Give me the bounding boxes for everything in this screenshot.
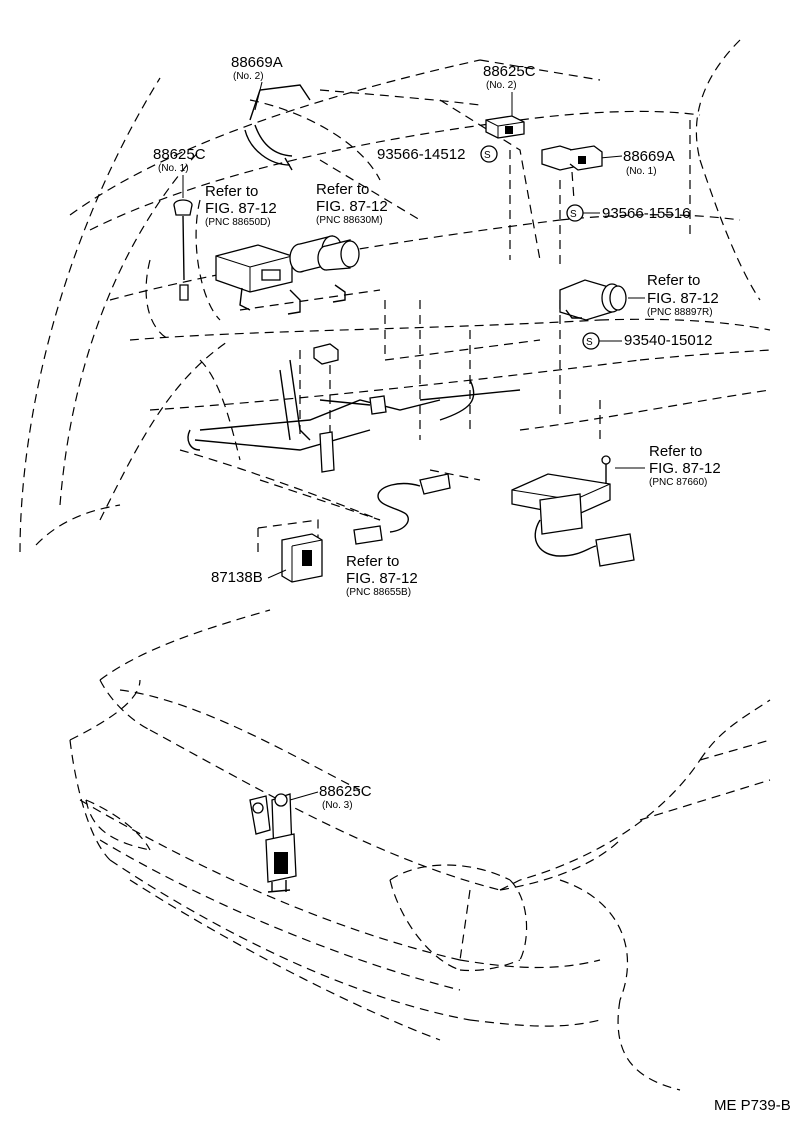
part-number: 93566-15516 (602, 205, 690, 222)
ref-line2: FIG. 87-12 (649, 460, 721, 477)
sensor-88669A-no1 (541, 145, 603, 201)
ref-pnc: (PNC 88650D) (205, 217, 271, 228)
label-88669A-no2: 88669A (No. 2) (231, 54, 283, 111)
front-bumper-outline (69, 609, 771, 1091)
ref-line2: FIG. 87-12 (316, 198, 388, 215)
ref-line1: Refer to (205, 183, 258, 200)
dashboard-structure (187, 84, 521, 451)
ref-line2: FIG. 87-12 (647, 290, 719, 307)
unit-87138B: 87138B (211, 519, 323, 586)
sensor-88625C-no3 (249, 793, 297, 893)
standard-part-symbol: S (484, 150, 491, 161)
dashboard-outline (19, 39, 771, 553)
column-connectors (313, 343, 387, 473)
ref-line1: Refer to (649, 443, 702, 460)
ref-line2: FIG. 87-12 (205, 200, 277, 217)
label-93566-15516: S 93566-15516 (566, 204, 690, 222)
ref-pnc: (PNC 88630M) (316, 215, 383, 226)
part-number: 88625C (319, 783, 372, 800)
label-88625C-no2: 88625C (No. 2) (483, 63, 536, 116)
figure-code: ME P739-B (714, 1097, 791, 1114)
switch-88897R (559, 279, 627, 321)
sensor-88625C-no1 (173, 199, 193, 301)
ref-line1: Refer to (346, 553, 399, 570)
part-number: 88669A (623, 148, 675, 165)
part-sub: (No. 1) (158, 163, 189, 174)
ref-88655B: Refer to FIG. 87-12 (PNC 88655B) (346, 553, 418, 598)
standard-part-symbol: S (570, 209, 577, 220)
ref-87660: Refer to FIG. 87-12 (PNC 87660) (615, 443, 721, 488)
part-sub: (No. 3) (322, 800, 353, 811)
label-93566-14512: 93566-14512 S (377, 145, 498, 163)
ref-88650D: Refer to FIG. 87-12 (PNC 88650D) (205, 183, 277, 228)
part-sub: (No. 2) (233, 71, 264, 82)
part-number: 88669A (231, 54, 283, 71)
label-88625C-no3: 88625C (No. 3) (289, 783, 372, 811)
sensor-88625C-no2 (485, 115, 525, 139)
part-number: 88625C (153, 146, 206, 163)
harness-88655B (353, 473, 451, 545)
ref-line1: Refer to (647, 272, 700, 289)
ref-pnc: (PNC 87660) (649, 477, 707, 488)
module-88650D (215, 244, 293, 311)
ref-line1: Refer to (316, 181, 369, 198)
ref-pnc: (PNC 88897R) (647, 307, 713, 318)
part-number: 93540-15012 (624, 332, 712, 349)
label-88669A-no1: 88669A (No. 1) (599, 148, 675, 177)
label-88625C-no1: 88625C (No. 1) (153, 146, 206, 198)
ref-88630M: Refer to FIG. 87-12 (PNC 88630M) (316, 181, 388, 226)
part-number: 93566-14512 (377, 146, 465, 163)
ref-pnc: (PNC 88655B) (346, 587, 411, 598)
relay-88630M (287, 235, 360, 315)
label-93540-15012: S 93540-15012 (582, 332, 712, 350)
part-number: 87138B (211, 569, 263, 586)
part-number: 88625C (483, 63, 536, 80)
ref-line2: FIG. 87-12 (346, 570, 418, 587)
module-87660 (511, 455, 635, 567)
standard-part-symbol: S (586, 337, 593, 348)
part-sub: (No. 2) (486, 80, 517, 91)
ref-88897R: Refer to FIG. 87-12 (PNC 88897R) (628, 272, 719, 318)
part-sub: (No. 1) (626, 166, 657, 177)
